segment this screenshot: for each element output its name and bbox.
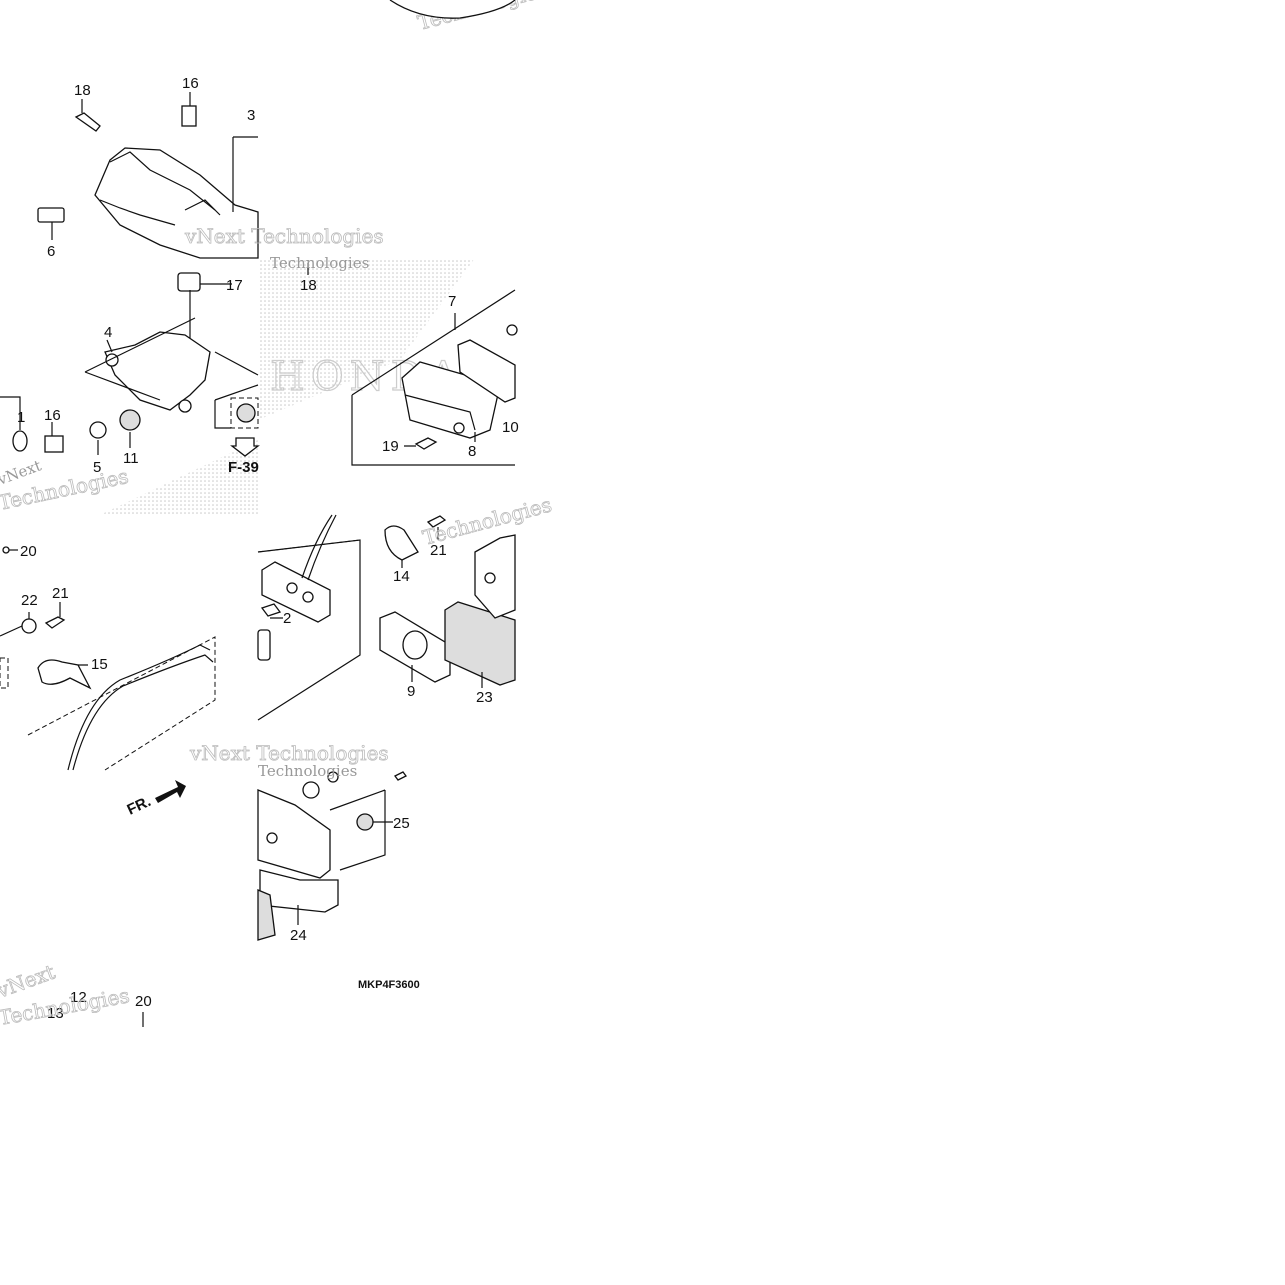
part-5 (89, 421, 107, 439)
part-15-clamp (37, 659, 92, 690)
callout-11: 11 (123, 450, 139, 467)
part-6 (37, 207, 65, 223)
part-19-screw (414, 437, 438, 450)
callout-21-right: 21 (430, 542, 447, 559)
callout-25: 25 (393, 815, 410, 832)
callout-15: 15 (91, 656, 108, 673)
part-10-gasket (457, 339, 516, 403)
callout-24: 24 (290, 927, 307, 944)
tile-bottom-left: 12 13 20 vNext Technologies (0, 959, 152, 1030)
watermark-vnext-low: vNext Technologies (189, 741, 389, 765)
part-4-bracket (104, 331, 211, 411)
part-14-clip (384, 525, 419, 561)
part-1 (12, 430, 28, 452)
callout-21-left: 21 (52, 585, 69, 602)
part-top-fragment (389, 0, 516, 19)
part-21-screw-right (426, 515, 447, 528)
callout-22: 22 (21, 592, 38, 609)
part-11 (119, 409, 141, 431)
part-socket (261, 561, 331, 623)
callout-13: 13 (47, 1005, 64, 1022)
watermark-technologies-small: Technologies (270, 254, 369, 272)
part-grommet (236, 403, 256, 423)
callout-10: 10 (502, 419, 519, 436)
part-16-lower (44, 435, 64, 453)
front-arrow (155, 780, 186, 803)
part-17 (177, 272, 201, 292)
part-23-reflector (444, 601, 516, 686)
tile-tail-cowl: 18 16 3 6 vNext Technologies Technologie… (37, 0, 550, 260)
callout-17: 17 (226, 277, 243, 294)
callout-20-bottom: 20 (135, 993, 152, 1010)
part-22-washer (21, 618, 37, 634)
watermark-vnext: vNext Technologies (184, 224, 384, 248)
callout-1: 1 (17, 409, 25, 426)
callout-5: 5 (93, 459, 101, 476)
part-21-screw (44, 616, 66, 629)
callout-16-top: 16 (182, 75, 199, 92)
tile-license-lamp: HONDA 18 7 19 8 10 Technologies (258, 254, 519, 466)
part-tail-cowl (94, 147, 259, 259)
ref-label: F-39 (228, 459, 259, 476)
part-24-reflector (257, 889, 276, 941)
tile-bracket: 17 4 1 16 5 11 F-39 Technologies vNext (0, 272, 260, 515)
callout-3: 3 (247, 107, 255, 124)
tile-socket-reflector: 2 14 21 9 23 Technologies (257, 492, 555, 721)
ref-arrow (230, 437, 260, 457)
watermark-technologies-right: Technologies (420, 492, 554, 549)
part-25-grommet (356, 813, 374, 831)
tile-reflector-bracket: 25 24 MKP4F3600 Technologies (257, 762, 420, 991)
drawing-code: MKP4F3600 (358, 979, 420, 991)
front-label: FR. (125, 793, 154, 819)
tile-front-indicator: FR. (125, 780, 186, 819)
callout-6: 6 (47, 243, 55, 260)
callout-20-left: 20 (20, 543, 37, 560)
part-2-bulb (260, 603, 282, 617)
callout-16-lower: 16 (44, 407, 61, 424)
callout-14: 14 (393, 568, 410, 585)
callout-23: 23 (476, 689, 493, 706)
callout-19: 19 (382, 438, 399, 455)
watermark-technologies-bottom: Technologies (258, 762, 357, 780)
callout-2: 2 (283, 610, 291, 627)
callout-18-top: 18 (74, 82, 91, 99)
callout-8: 8 (468, 443, 476, 460)
callout-18-mid: 18 (300, 277, 317, 294)
part-16 (181, 105, 197, 127)
callout-12: 12 (70, 989, 87, 1006)
callout-4: 4 (104, 324, 112, 341)
part-18-bolt (74, 112, 101, 132)
callout-7: 7 (448, 293, 456, 310)
tile-harness: 20 22 21 15 vNext Technologies (0, 543, 389, 771)
part-bracket-plate (257, 789, 331, 879)
callout-9: 9 (407, 683, 415, 700)
